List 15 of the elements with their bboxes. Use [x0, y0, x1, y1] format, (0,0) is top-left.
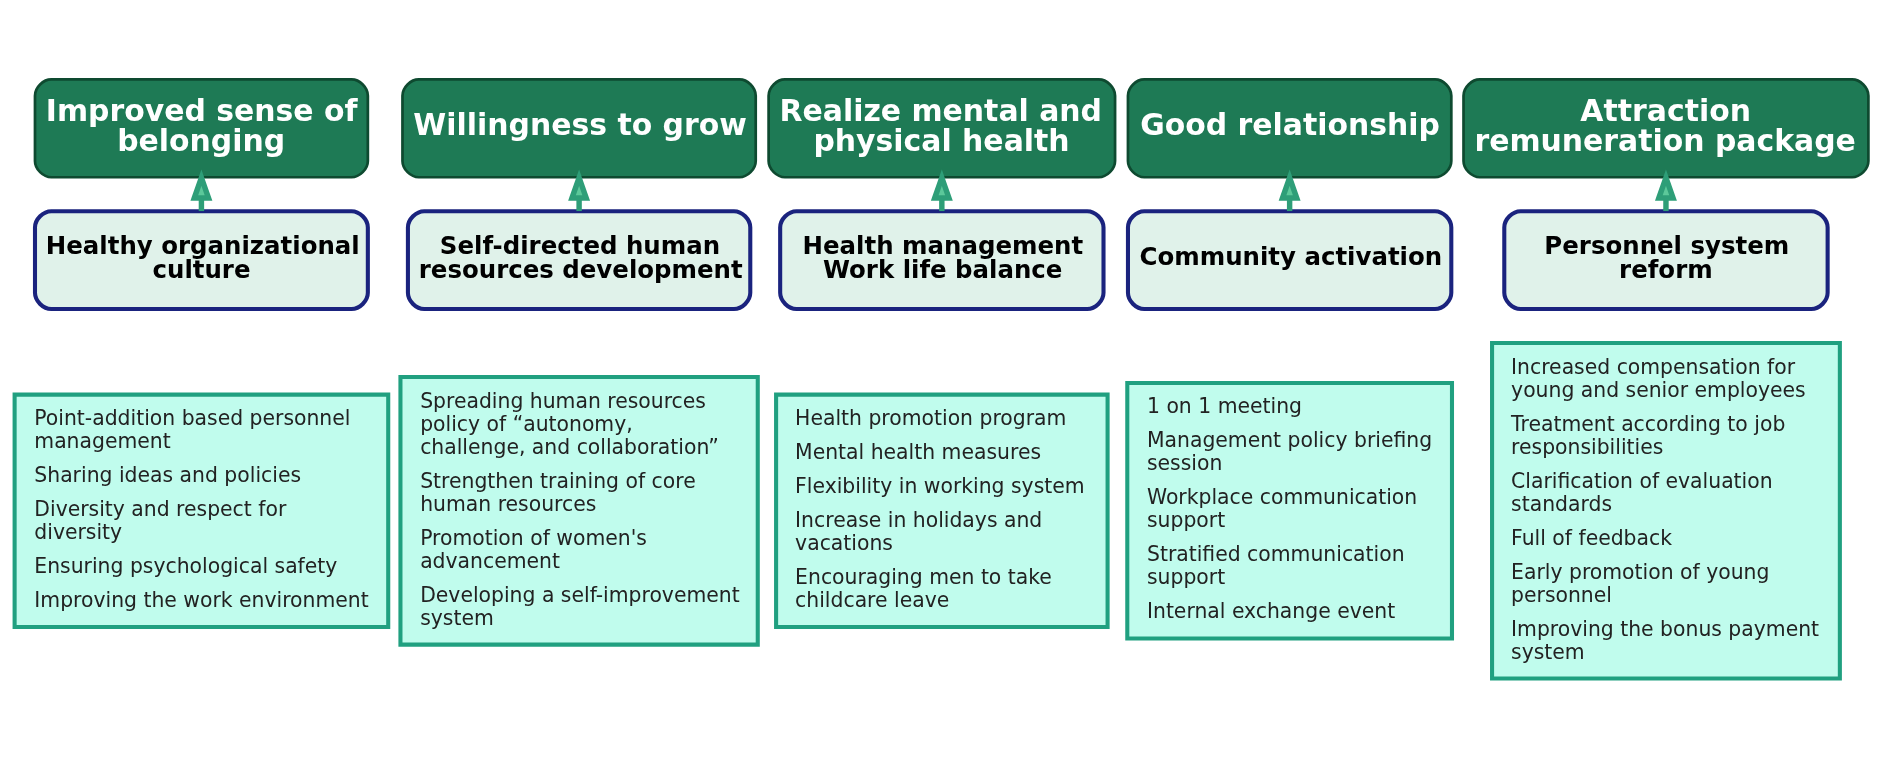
node-box: 1 on 1 meeting Management policy briefing session Workplace communication support Stratified communication support Internal exchange event [1125, 381, 1454, 641]
node-box: Point-addition based personnel management Sharing ideas and policies Diversity and respect for diversity Ensuring psychological safety Improving the work environment [12, 392, 391, 629]
node-box: Health management Work life balance [778, 209, 1106, 312]
node-box: Improved sense of belonging [33, 78, 370, 179]
node-box: Spreading human resources policy of “autonomy, challenge, and collaboration” Strengthen training of core human resources Promotion of women's advancement Developing a self-improvement system [398, 374, 760, 647]
node-box: Healthy organizational culture [32, 209, 370, 312]
node-box: Self-directed human resources development [405, 209, 753, 312]
node-box: Willingness to grow [401, 78, 758, 179]
node-box: Health promotion program Mental health measures Flexibility in working system Increase in holidays and vacations Encouraging men to take childcare leave [774, 392, 1110, 629]
node-box: Community activation [1125, 209, 1454, 312]
node-box: Increased compensation for young and senior employees Treatment according to job responsibilities Clarification of evaluation standards Full of feedback Early promotion of young personnel Improving the bonus payment system [1490, 340, 1842, 681]
node-box: Realize mental and physical health [767, 78, 1117, 179]
node-box: Attraction remuneration package [1462, 78, 1870, 179]
node-box: Personnel system reform [1502, 209, 1830, 312]
node-box: Good relationship [1126, 78, 1453, 179]
